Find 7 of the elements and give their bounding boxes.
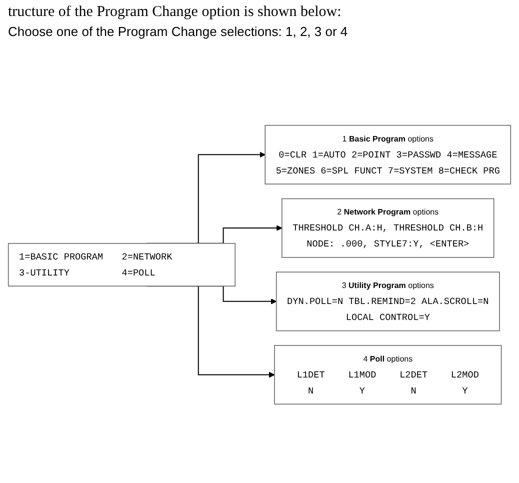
node-box: 3 Utility Program options DYN.POLL=N TBL.REMIND=2 ALA.SCROLL=N LOCAL CONTROL=Y <box>276 271 500 331</box>
node-box: 4 Poll options L1DET L1MOD L2DET L2MOD N Y N Y <box>274 344 502 404</box>
intro-text: tructure of the Program Change option is shown below: <box>8 4 342 21</box>
node-box: 1=BASIC PROGRAM 2=NETWORK 3-UTILITY 4=POLL <box>8 242 236 286</box>
node-box: 2 Network Program options THRESHOLD CH.A:H, THRESHOLD CH.B:H NODE: .000, STYLE7:Y, <ENTER> <box>282 198 494 258</box>
node-box: 1 Basic Program options 0=CLR 1=AUTO 2=POINT 3=PASSWD 4=MESSAGE 5=ZONES 6=SPL FUNCT 7=SYSTEM 8=CHECK PRG <box>264 124 512 184</box>
instruction-text: Choose one of the Program Change selections: 1, 2, 3 or 4 <box>8 24 349 39</box>
